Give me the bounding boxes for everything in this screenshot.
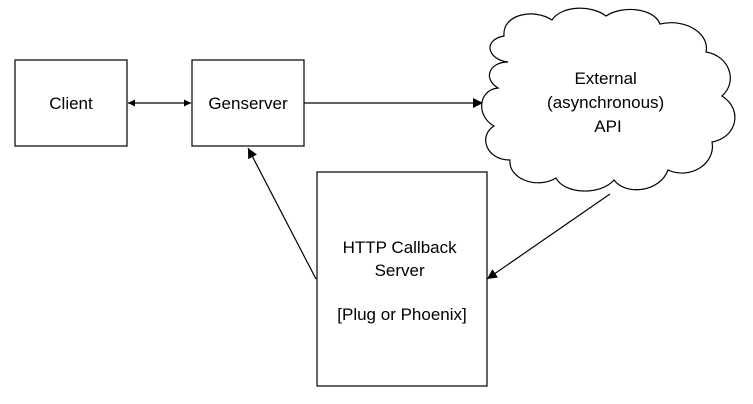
callback-server-label-line: [Plug or Phoenix] [337, 305, 466, 324]
callback-server-box [316, 171, 488, 387]
edge-callback-server-genserver [247, 147, 317, 280]
callback-server-label-line: HTTP Callback [343, 238, 457, 257]
external-api-label-line: External [574, 69, 636, 88]
external-api-cloud-shape [481, 7, 736, 192]
edge-external-api-callback-server [486, 193, 611, 280]
client-box [14, 59, 128, 147]
external-api-label-line: API [594, 117, 621, 136]
client-label: Client [49, 94, 93, 113]
callback-server-node: HTTP Callback Server [Plug or Phoenix] [316, 171, 488, 387]
genserver-node: Genserver [191, 59, 305, 147]
callback-server-label: HTTP Callback Server [Plug or Phoenix] [337, 238, 466, 324]
genserver-box [191, 59, 305, 147]
genserver-label: Genserver [208, 94, 288, 113]
callback-server-label-line: Server [375, 261, 425, 280]
external-api-label: External (asynchronous) API [547, 69, 669, 136]
external-api-node: External (asynchronous) API [481, 7, 736, 192]
client-node: Client [14, 59, 128, 147]
external-api-label-line: (asynchronous) [547, 93, 664, 112]
